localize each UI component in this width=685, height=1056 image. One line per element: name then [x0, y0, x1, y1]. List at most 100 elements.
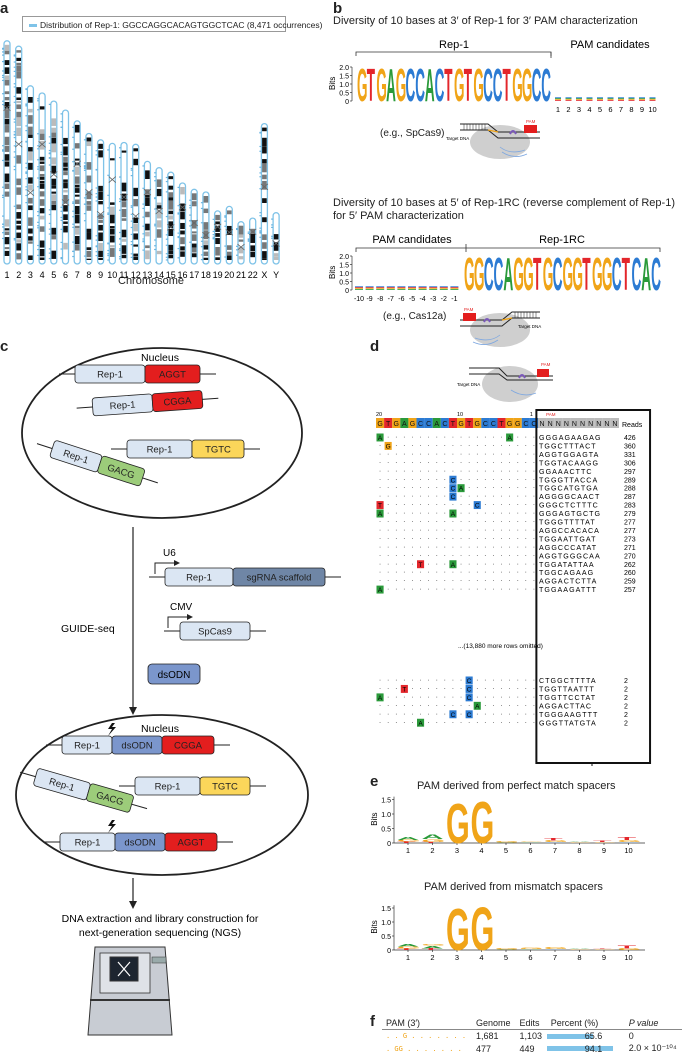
match-dot: ·	[411, 502, 413, 509]
match-dot: ·	[533, 502, 535, 509]
band	[63, 179, 68, 182]
col-pam: PAM (3′)	[386, 1018, 421, 1028]
match-dot: ·	[517, 485, 519, 492]
match-dot: ·	[411, 677, 413, 684]
band	[16, 97, 21, 100]
band	[4, 183, 10, 190]
small-stack	[649, 97, 656, 99]
band	[16, 65, 21, 72]
header-pam-cell	[546, 418, 555, 428]
match-dot: ·	[403, 694, 405, 701]
band	[51, 143, 57, 153]
band	[250, 233, 255, 243]
pam-candidates-label: PAM candidates	[570, 39, 650, 51]
match-dot: ·	[387, 569, 389, 576]
small-stack	[597, 100, 603, 101]
match-dot: ·	[508, 694, 510, 701]
match-dot: ·	[419, 702, 421, 709]
band	[180, 230, 185, 235]
band	[110, 158, 115, 161]
mismatch-base: A	[459, 486, 464, 493]
pam-sequence: TGGGTTTTAT	[539, 519, 596, 527]
match-dot: ·	[484, 485, 486, 492]
match-dot: ·	[403, 711, 405, 718]
band	[110, 248, 115, 257]
sgrna-loop	[499, 146, 526, 153]
small-stack	[576, 97, 582, 99]
match-dot: ·	[460, 578, 462, 585]
chromosome-tick-label: 9	[98, 270, 103, 280]
match-dot: ·	[444, 476, 446, 483]
band	[215, 238, 220, 245]
match-dot: ·	[476, 476, 478, 483]
centromere	[155, 207, 163, 215]
band	[262, 251, 267, 259]
band	[262, 242, 267, 249]
header-base: A	[434, 421, 439, 428]
band	[39, 180, 45, 184]
band	[98, 257, 103, 260]
match-dot: ·	[436, 476, 438, 483]
match-dot: ·	[387, 552, 389, 559]
band	[74, 188, 80, 193]
match-dot: ·	[508, 702, 510, 709]
header-cell	[448, 418, 457, 428]
logo-letter: G	[495, 948, 519, 950]
match-dot: ·	[444, 527, 446, 534]
band	[39, 226, 45, 232]
match-dot: ·	[419, 535, 421, 542]
pam-label: PAM	[526, 119, 536, 124]
sequencer-screen	[109, 956, 139, 982]
match-dot: ·	[484, 493, 486, 500]
logo-letter: G	[593, 842, 617, 843]
match-dot: ·	[411, 544, 413, 551]
band	[98, 191, 103, 200]
match-dot: ·	[387, 510, 389, 517]
band	[262, 127, 267, 132]
match-dot: ·	[500, 519, 502, 526]
arrowhead	[129, 707, 137, 715]
band	[156, 205, 162, 209]
match-dot: ·	[387, 677, 389, 684]
match-dot: ·	[533, 493, 535, 500]
x-tick-label: 9	[602, 846, 606, 855]
band	[145, 211, 150, 218]
band	[121, 182, 127, 192]
mismatch-base: A	[378, 695, 383, 702]
match-dot: ·	[460, 442, 462, 449]
match-dot: ·	[492, 677, 494, 684]
read-count: 426	[624, 435, 636, 442]
match-dot: ·	[444, 434, 446, 441]
chromosome-tick-label: 1	[4, 270, 9, 280]
small-stack	[607, 100, 614, 101]
dna-strand-top	[460, 311, 540, 321]
logo-letter: A	[397, 943, 419, 947]
match-dot: ·	[387, 519, 389, 526]
header-cell	[376, 418, 385, 428]
small-stack	[639, 97, 645, 99]
small-stack	[639, 99, 645, 100]
match-dot: ·	[476, 586, 478, 593]
match-dot: ·	[379, 544, 381, 551]
band	[191, 247, 197, 253]
read-count: 2	[624, 695, 628, 702]
match-dot: ·	[452, 702, 454, 709]
match-dot: ·	[452, 694, 454, 701]
band	[63, 189, 68, 193]
row-percent-cell: 65.6	[546, 1030, 625, 1043]
band	[191, 231, 197, 234]
header-cell	[457, 418, 466, 428]
panel-b-label: b	[333, 0, 343, 17]
match-dot: ·	[500, 510, 502, 517]
x-tick-label: 1	[556, 105, 560, 114]
band	[156, 179, 162, 188]
match-dot: ·	[452, 544, 454, 551]
match-dot: ·	[525, 527, 527, 534]
x-tick-label: 1	[406, 846, 410, 855]
header-cell	[489, 418, 498, 428]
match-dot: ·	[395, 434, 397, 441]
match-dot: ·	[419, 510, 421, 517]
